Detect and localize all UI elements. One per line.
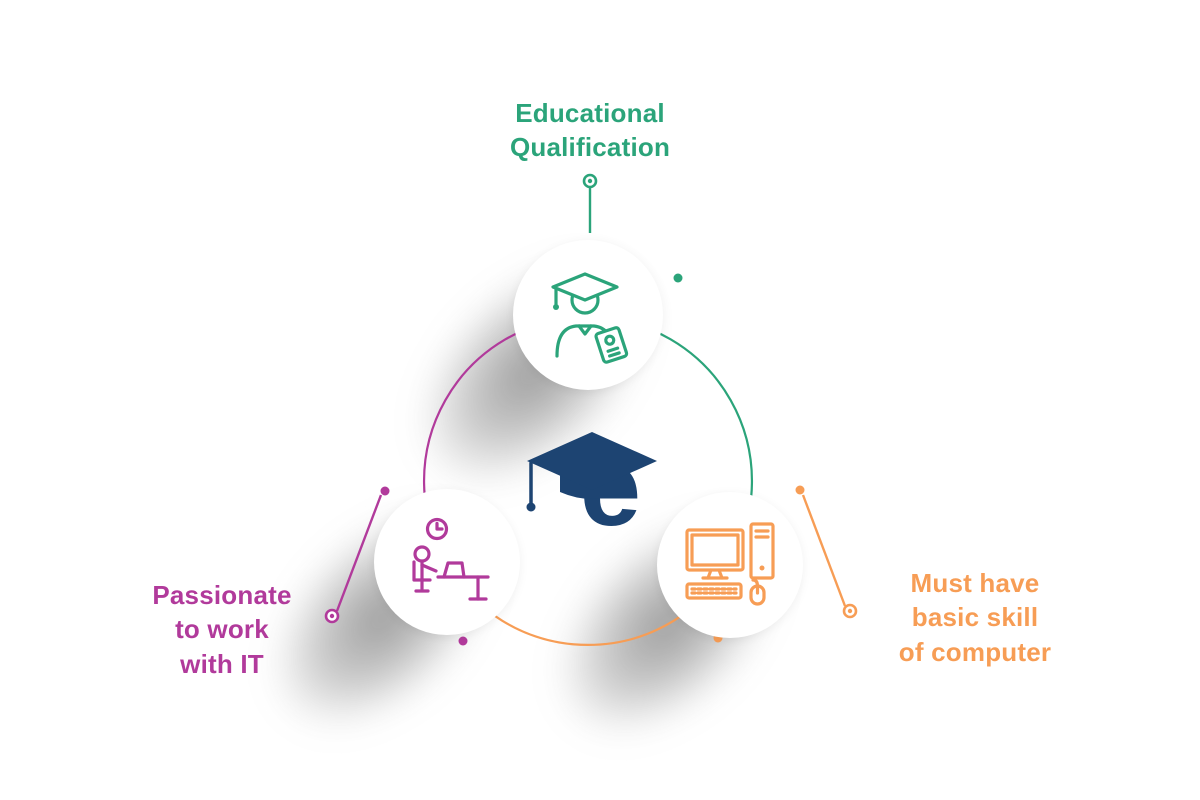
node-passion xyxy=(374,489,520,635)
graduate-icon xyxy=(551,272,629,364)
leader-orange xyxy=(801,494,847,607)
desk-worker-icon xyxy=(412,517,490,601)
power-button xyxy=(759,565,765,571)
graduation-cap-icon xyxy=(526,432,657,512)
dot-green xyxy=(673,273,683,283)
dot-purple-top xyxy=(380,486,390,496)
dot-orange-top xyxy=(795,485,805,495)
desktop-computer-icon xyxy=(685,522,775,606)
label-passion: Passionate to work with IT xyxy=(152,580,292,679)
label-education: Educational Qualification xyxy=(509,98,671,163)
ring-orange xyxy=(842,603,858,619)
tassel-dot xyxy=(553,304,559,310)
ring-purple xyxy=(324,608,340,624)
node-education xyxy=(513,240,663,390)
dot-purple-bottom xyxy=(458,636,468,646)
leader-purple xyxy=(335,494,383,612)
node-computer xyxy=(657,492,803,638)
label-computer: Must have basic skill of computer xyxy=(898,568,1052,667)
ring-green xyxy=(582,173,598,189)
brand-logo: e xyxy=(500,400,700,560)
